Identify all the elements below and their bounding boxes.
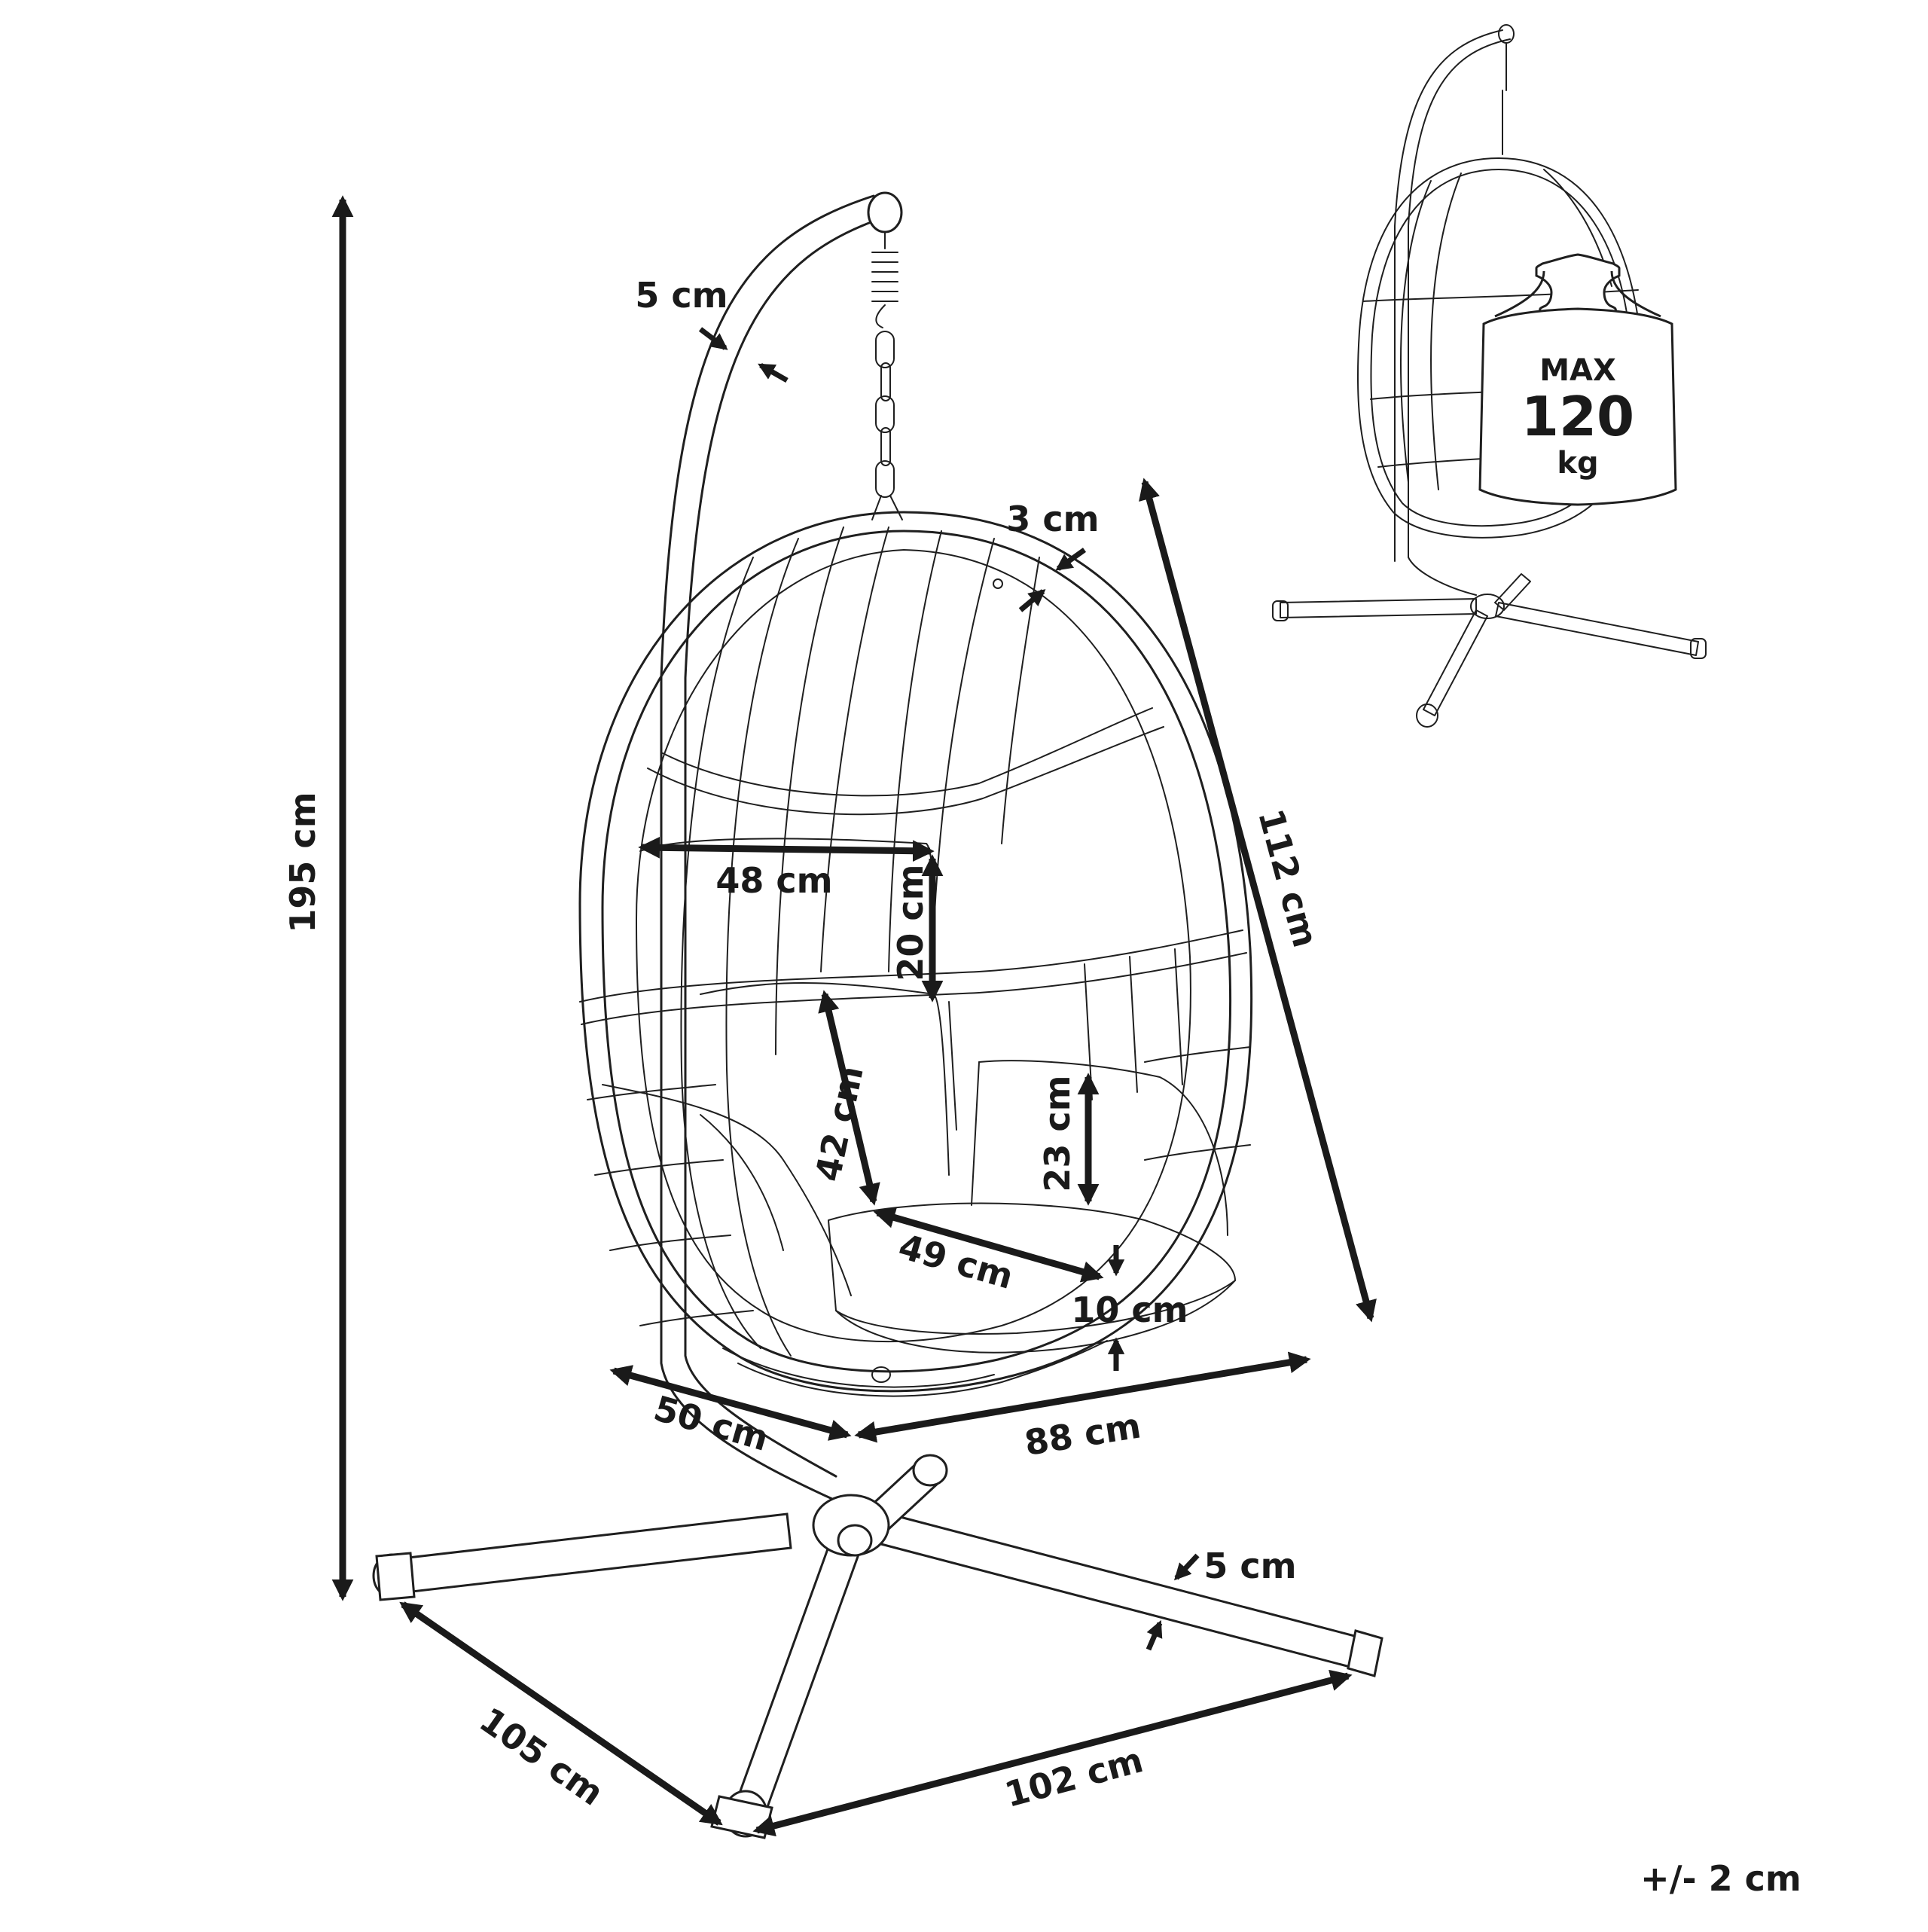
label-base-tube: 5 cm — [1203, 1546, 1296, 1586]
label-back-cushion-height: 42 cm — [807, 1062, 871, 1185]
weight-icon: MAX 120 kg — [1478, 253, 1677, 506]
headrest-width-dimension-line — [638, 836, 935, 862]
seat-depth-dimension-line — [873, 1207, 1104, 1283]
max-load-unit: kg — [1557, 446, 1598, 481]
label-basket-width: 88 cm — [1022, 1405, 1144, 1463]
base-tick-outer — [1173, 1553, 1200, 1581]
label-side-cushion-height: 23 cm — [1037, 1075, 1078, 1192]
base-tick-inner — [1146, 1619, 1163, 1651]
label-basket-frame: 3 cm — [1006, 499, 1099, 539]
label-basket-height: 112 cm — [1250, 804, 1326, 951]
stand-base — [372, 1454, 1383, 1839]
label-headrest-height: 20 cm — [890, 864, 931, 981]
max-load-illustration: MAX 120 kg — [1272, 24, 1707, 728]
max-load-value: 120 — [1521, 385, 1634, 448]
dimension-lines — [331, 195, 1377, 1837]
tube-tick-outer — [698, 327, 728, 350]
hanging-chair-illustration — [372, 191, 1383, 1839]
base-right-dimension-line — [752, 1669, 1353, 1837]
basket-height-dimension-line — [1139, 478, 1377, 1323]
frame-tick-outer — [1055, 548, 1087, 571]
label-stand-tube-top: 5 cm — [635, 275, 728, 316]
label-headrest-width: 48 cm — [715, 860, 832, 901]
label-seat-thickness: 10 cm — [1071, 1290, 1188, 1330]
spring-and-chain — [871, 231, 903, 520]
base-left-dimension-line — [399, 1601, 723, 1826]
tube-tick-inner — [758, 362, 789, 383]
frame-tick-inner — [1018, 589, 1046, 612]
label-height-total: 195 cm — [282, 792, 323, 932]
max-load-label: MAX — [1539, 353, 1616, 388]
tolerance-note: +/- 2 cm — [1640, 1858, 1801, 1899]
basket-width-dimension-line — [854, 1351, 1311, 1443]
basket-depth-dimension-line — [609, 1365, 852, 1441]
back-cushion-dimension-line — [818, 990, 880, 1206]
label-base-left: 105 cm — [472, 1699, 611, 1814]
